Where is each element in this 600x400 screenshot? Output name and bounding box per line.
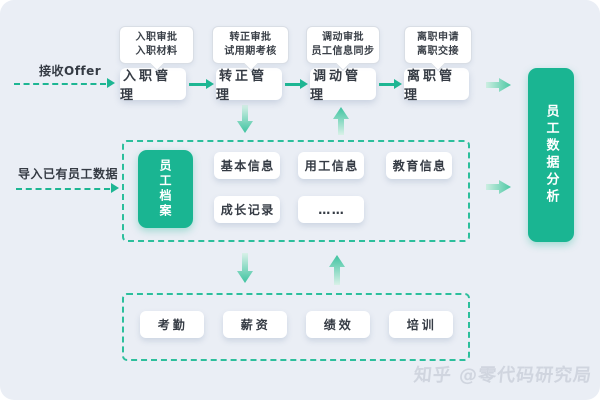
stage-probation: 转正管理	[216, 68, 282, 103]
archive-title: 员工档案	[158, 159, 172, 219]
arrow-right-icon	[379, 79, 402, 88]
callout-onboarding: 入职审批 入职材料	[119, 26, 194, 71]
callout-resignation: 离职申请 离职交接	[404, 26, 472, 71]
stage-resignation: 离职管理	[404, 68, 469, 103]
result-label: 员工数据分析	[543, 104, 559, 206]
fat-arrow-right-icon	[486, 78, 511, 92]
stage-transfer: 调动管理	[310, 68, 376, 103]
archive-container	[122, 140, 470, 242]
result-box: 员工数据分析	[528, 68, 574, 242]
callout-line: 调动审批	[322, 32, 364, 43]
dashed-arrow-right-icon	[14, 78, 115, 88]
callout-line: 员工信息同步	[311, 46, 375, 57]
arrow-right-icon	[285, 79, 308, 88]
callout-probation: 转正审批 试用期考核	[212, 26, 289, 71]
module-training: 培训	[389, 311, 453, 338]
archive-item-more: ……	[298, 196, 364, 223]
stage-onboarding: 入职管理	[120, 68, 186, 103]
modules-container	[122, 293, 470, 361]
arrow-up-icon	[333, 107, 349, 135]
callout-line: 离职交接	[417, 46, 459, 57]
archive-title-box: 员工档案	[138, 150, 193, 228]
arrow-up-icon	[329, 255, 345, 285]
watermark: 知乎 @零代码研究局	[412, 365, 593, 386]
arrow-down-icon	[237, 253, 253, 283]
module-payroll: 薪资	[223, 311, 287, 338]
arrow-right-icon	[189, 79, 214, 88]
arrow-down-icon	[237, 105, 253, 133]
module-performance: 绩效	[306, 311, 370, 338]
callout-line: 入职材料	[135, 46, 178, 57]
archive-item-growth-record: 成长记录	[214, 196, 280, 223]
module-attendance: 考勤	[140, 311, 204, 338]
archive-item-employment-info: 用工信息	[298, 152, 364, 179]
callout-line: 转正审批	[229, 32, 272, 43]
fat-arrow-right-icon	[486, 180, 511, 194]
archive-item-basic-info: 基本信息	[214, 152, 280, 179]
start-label: 接收Offer	[39, 64, 102, 78]
callout-line: 试用期考核	[224, 46, 277, 57]
dashed-arrow-right-icon	[16, 183, 119, 193]
import-label: 导入已有员工数据	[18, 167, 119, 181]
callout-transfer: 调动审批 员工信息同步	[306, 26, 380, 71]
callout-line: 离职申请	[417, 32, 459, 43]
callout-line: 入职审批	[135, 32, 178, 43]
archive-item-education-info: 教育信息	[386, 152, 452, 179]
